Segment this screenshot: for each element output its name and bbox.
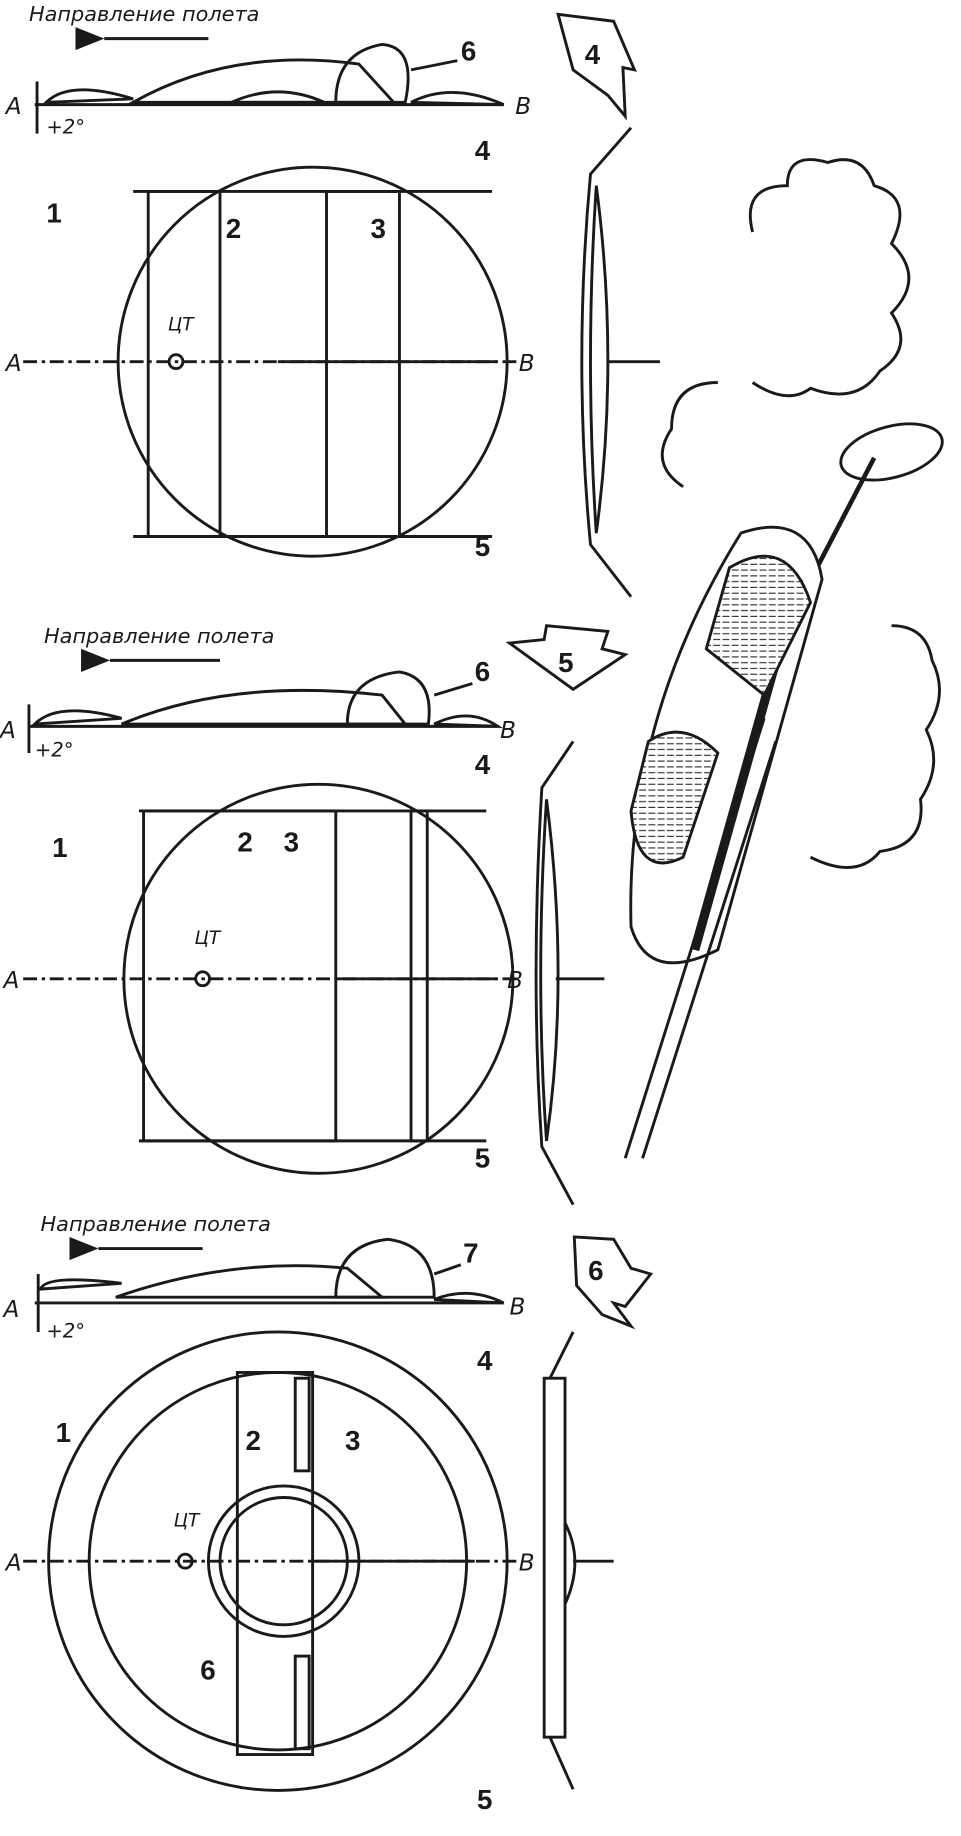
figure-4: Направление полета 6 A B +2° ЦТ 1 bbox=[4, 2, 660, 598]
point-b-label: B bbox=[519, 1550, 535, 1576]
top-view: ЦТ 1 2 3 4 5 6 A B bbox=[4, 1330, 535, 1815]
cg-label: ЦТ bbox=[174, 1510, 201, 1531]
point-a-label: A bbox=[4, 1550, 22, 1576]
figure-number-badge: 4 bbox=[556, 12, 637, 121]
front-view bbox=[580, 126, 660, 598]
point-b-label: B bbox=[500, 718, 516, 744]
side-profile: 6 bbox=[27, 656, 503, 754]
point-b-label: B bbox=[509, 1295, 525, 1321]
front-view bbox=[542, 1331, 614, 1790]
point-a-label: A bbox=[1, 1297, 19, 1323]
part-label: 2 bbox=[245, 1425, 260, 1456]
figure-number: 4 bbox=[585, 39, 601, 70]
top-view: ЦТ 1 2 3 4 5 A B bbox=[1, 749, 523, 1175]
angle-label: +2° bbox=[46, 116, 85, 139]
center-of-gravity-marker bbox=[194, 970, 212, 988]
part-label: 1 bbox=[46, 198, 61, 229]
part-label: 1 bbox=[52, 832, 67, 863]
part-label: 1 bbox=[56, 1417, 71, 1448]
front-view bbox=[534, 740, 605, 1206]
point-b-label: B bbox=[515, 94, 531, 120]
angle-label: +2° bbox=[46, 1320, 85, 1343]
point-a-label: A bbox=[1, 968, 19, 994]
part-label: 6 bbox=[475, 656, 490, 687]
figure-5: Направление полета 6 A B +2° ЦТ 1 2 bbox=[0, 624, 629, 1206]
figure-number-badge: 5 bbox=[505, 624, 629, 692]
part-label: 6 bbox=[461, 36, 476, 67]
part-label: 2 bbox=[237, 826, 252, 857]
point-a-label: A bbox=[4, 351, 22, 377]
part-label: 6 bbox=[200, 1654, 215, 1685]
figure-6: Направление полета 7 A B +2° ЦТ bbox=[1, 1212, 654, 1815]
center-of-gravity-marker bbox=[176, 1552, 194, 1570]
part-label: 4 bbox=[477, 1345, 493, 1376]
figure-number-badge: 6 bbox=[572, 1235, 654, 1330]
part-label: 4 bbox=[475, 135, 491, 166]
point-a-label: A bbox=[4, 94, 22, 120]
part-label: 5 bbox=[475, 1143, 490, 1174]
top-view: ЦТ 1 2 3 4 5 A B bbox=[4, 135, 535, 562]
cloud-illustration bbox=[660, 158, 941, 869]
part-label: 5 bbox=[477, 1784, 492, 1815]
side-profile: 7 bbox=[34, 1237, 505, 1332]
figure-number: 6 bbox=[588, 1255, 603, 1286]
side-profile: 6 bbox=[34, 36, 505, 134]
angle-label: +2° bbox=[35, 738, 74, 761]
direction-label: Направление полета bbox=[44, 624, 274, 648]
flying-disc-model-illustration bbox=[623, 422, 944, 1159]
point-a-label: A bbox=[0, 718, 16, 744]
cg-label: ЦТ bbox=[195, 928, 222, 949]
direction-label: Направление полета bbox=[41, 1212, 271, 1236]
part-label: 2 bbox=[226, 213, 241, 244]
point-b-label: B bbox=[519, 351, 535, 377]
part-label: 7 bbox=[463, 1237, 478, 1268]
direction-label: Направление полета bbox=[29, 2, 259, 26]
part-label: 3 bbox=[371, 213, 386, 244]
cg-label: ЦТ bbox=[168, 314, 195, 335]
part-label: 3 bbox=[345, 1425, 360, 1456]
part-label: 3 bbox=[284, 826, 299, 857]
figure-number: 5 bbox=[558, 647, 573, 678]
point-b-label: B bbox=[507, 968, 523, 994]
center-of-gravity-marker bbox=[167, 353, 185, 371]
part-label: 4 bbox=[475, 749, 491, 780]
part-label: 5 bbox=[475, 531, 490, 562]
